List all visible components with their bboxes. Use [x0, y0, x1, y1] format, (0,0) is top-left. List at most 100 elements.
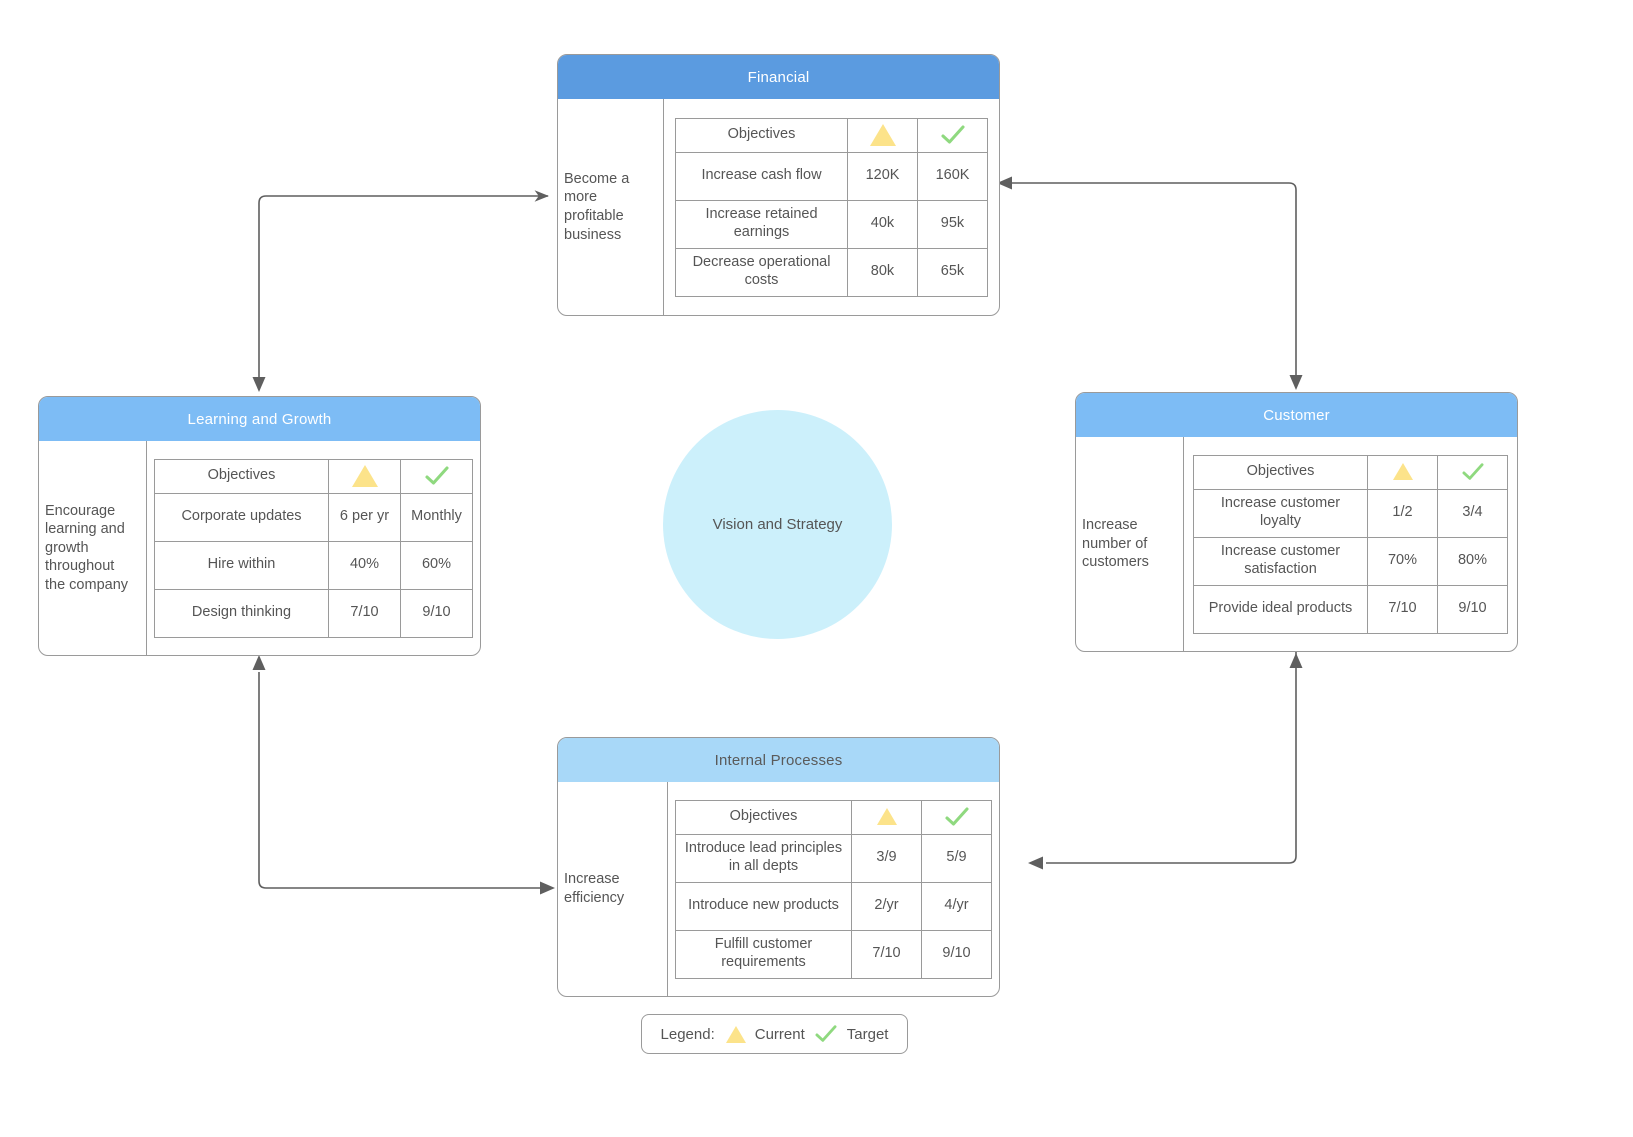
triangle-icon: [869, 124, 896, 146]
perspective-card-customer[interactable]: Customer Increase number of customers Ob…: [1075, 392, 1518, 652]
goal-internal: Increase efficiency: [558, 782, 668, 996]
goal-learning: Encourage learning and growth throughout…: [39, 441, 147, 655]
card-body-financial: Become a more profitable business Object…: [558, 99, 999, 315]
objective-label: Fulfill customer requirements: [675, 929, 852, 979]
table-row: Increase cash flow 120K 160K: [675, 151, 988, 201]
objective-label: Decrease operational costs: [675, 247, 848, 297]
table-wrap-learning: Objectives Corporate updates 6 per yr: [147, 441, 480, 655]
table-header-row: Objectives: [675, 799, 992, 835]
triangle-icon: [1392, 462, 1413, 480]
check-icon: [1462, 463, 1484, 480]
current-value: 70%: [1367, 536, 1438, 586]
current-value: 7/10: [851, 929, 922, 979]
perspective-card-internal[interactable]: Internal Processes Increase efficiency O…: [557, 737, 1000, 997]
table-header-row: Objectives: [675, 117, 988, 153]
legend: Legend: Current Target: [641, 1014, 908, 1054]
column-target: [921, 799, 992, 835]
column-objectives: Objectives: [154, 458, 329, 494]
column-current: [1367, 454, 1438, 490]
objective-label: Design thinking: [154, 588, 329, 638]
table-header-row: Objectives: [154, 458, 473, 494]
column-objectives: Objectives: [675, 117, 848, 153]
table-wrap-internal: Objectives Introduce lead principles in …: [668, 782, 999, 996]
target-value: Monthly: [400, 492, 473, 542]
table-row: Increase retained earnings 40k 95k: [675, 199, 988, 249]
column-target: [1437, 454, 1508, 490]
target-value: 9/10: [921, 929, 992, 979]
check-icon: [815, 1025, 837, 1042]
card-body-customer: Increase number of customers Objectives: [1076, 437, 1517, 651]
objective-label: Introduce new products: [675, 881, 852, 931]
check-icon: [424, 466, 449, 485]
table-row: Provide ideal products 7/10 9/10: [1193, 584, 1508, 634]
objective-label: Increase customer satisfaction: [1193, 536, 1368, 586]
target-value: 5/9: [921, 833, 992, 883]
column-target: [917, 117, 988, 153]
table-row: Design thinking 7/10 9/10: [154, 588, 473, 638]
scorecard-table-financial[interactable]: Objectives Increase cash flow 120K: [675, 117, 988, 297]
current-value: 1/2: [1367, 488, 1438, 538]
current-value: 40k: [847, 199, 918, 249]
triangle-icon: [725, 1025, 746, 1043]
objective-label: Corporate updates: [154, 492, 329, 542]
target-value: 95k: [917, 199, 988, 249]
target-value: 9/10: [1437, 584, 1508, 634]
goal-customer: Increase number of customers: [1076, 437, 1184, 651]
edge-financial-to-customer: [1006, 182, 1297, 378]
target-value: 3/4: [1437, 488, 1508, 538]
table-wrap-financial: Objectives Increase cash flow 120K: [664, 99, 999, 315]
target-value: 60%: [400, 540, 473, 590]
card-title-learning: Learning and Growth: [39, 397, 480, 441]
column-target: [400, 458, 473, 494]
table-wrap-customer: Objectives Increase customer loyalty 1/2: [1184, 437, 1517, 651]
target-value: 80%: [1437, 536, 1508, 586]
current-value: 120K: [847, 151, 918, 201]
current-value: 80k: [847, 247, 918, 297]
card-body-learning: Encourage learning and growth throughout…: [39, 441, 480, 655]
edge-internal-to-learning: [258, 672, 548, 889]
table-row: Fulfill customer requirements 7/10 9/10: [675, 929, 992, 979]
card-title-internal: Internal Processes: [558, 738, 999, 782]
current-value: 2/yr: [851, 881, 922, 931]
current-value: 3/9: [851, 833, 922, 883]
objective-label: Hire within: [154, 540, 329, 590]
column-objectives: Objectives: [675, 799, 852, 835]
check-icon: [944, 807, 969, 826]
objective-label: Provide ideal products: [1193, 584, 1368, 634]
legend-title: Legend:: [660, 1025, 715, 1043]
current-value: 7/10: [1367, 584, 1438, 634]
objective-label: Increase customer loyalty: [1193, 488, 1368, 538]
vision-label: Vision and Strategy: [712, 516, 843, 533]
objective-label: Introduce lead principles in all depts: [675, 833, 852, 883]
scorecard-table-internal[interactable]: Objectives Introduce lead principles in …: [675, 799, 992, 979]
target-value: 160K: [917, 151, 988, 201]
legend-target-label: Target: [846, 1025, 889, 1043]
column-current: [328, 458, 401, 494]
perspective-card-learning[interactable]: Learning and Growth Encourage learning a…: [38, 396, 481, 656]
table-row: Increase customer loyalty 1/2 3/4: [1193, 488, 1508, 538]
vision-and-strategy-circle: Vision and Strategy: [663, 410, 892, 639]
check-icon: [940, 125, 965, 144]
card-body-internal: Increase efficiency Objectives: [558, 782, 999, 996]
target-value: 9/10: [400, 588, 473, 638]
current-value: 7/10: [328, 588, 401, 638]
card-title-financial: Financial: [558, 55, 999, 99]
perspective-card-financial[interactable]: Financial Become a more profitable busin…: [557, 54, 1000, 316]
legend-current-label: Current: [754, 1025, 805, 1043]
table-header-row: Objectives: [1193, 454, 1508, 490]
scorecard-table-learning[interactable]: Objectives Corporate updates 6 per yr: [154, 458, 473, 638]
column-current: [847, 117, 918, 153]
current-value: 40%: [328, 540, 401, 590]
card-title-customer: Customer: [1076, 393, 1517, 437]
goal-financial: Become a more profitable business: [558, 99, 664, 315]
objective-label: Increase retained earnings: [675, 199, 848, 249]
objective-label: Increase cash flow: [675, 151, 848, 201]
table-row: Hire within 40% 60%: [154, 540, 473, 590]
edge-customer-to-internal: [1046, 652, 1297, 864]
current-value: 6 per yr: [328, 492, 401, 542]
table-row: Introduce new products 2/yr 4/yr: [675, 881, 992, 931]
triangle-icon: [876, 807, 897, 825]
edge-learning-to-financial: [258, 190, 549, 386]
table-row: Increase customer satisfaction 70% 80%: [1193, 536, 1508, 586]
scorecard-table-customer[interactable]: Objectives Increase customer loyalty 1/2: [1193, 454, 1508, 634]
